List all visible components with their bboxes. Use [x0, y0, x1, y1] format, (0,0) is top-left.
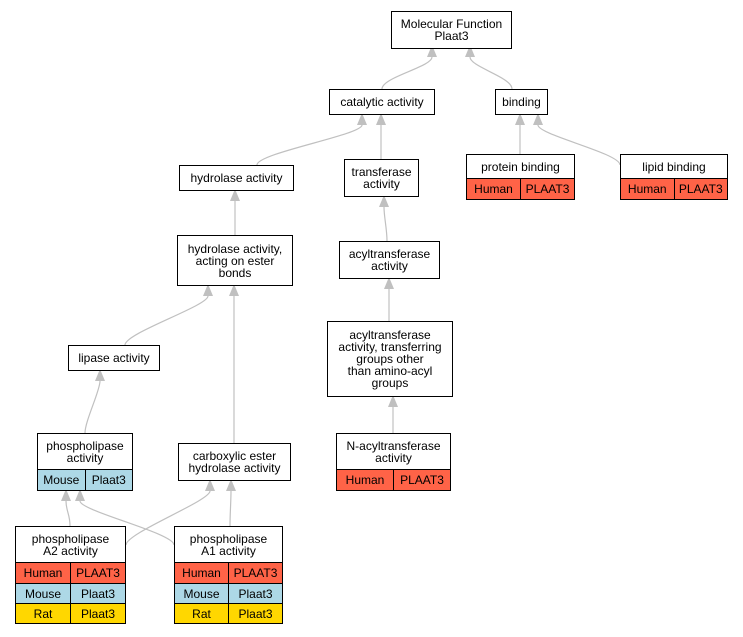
go-term-catalytic[interactable]: catalytic activity [329, 89, 435, 115]
go-term-label: lipid binding [621, 155, 727, 179]
arrowhead-icon [384, 277, 394, 289]
arrowhead-icon [203, 284, 213, 296]
go-term-label: carboxylic ester hydrolase activity [188, 449, 281, 475]
go-term-carboxylic[interactable]: carboxylic ester hydrolase activity [178, 443, 291, 481]
annotation-row-human: Human PLAAT3 [621, 179, 727, 199]
arrowhead-icon [75, 489, 85, 501]
gene-cell: Plaat3 [228, 584, 282, 603]
species-cell: Human [23, 566, 63, 580]
annotation-row-rat: Rat Plaat3 [16, 603, 125, 623]
gene-cell: Plaat3 [70, 604, 125, 623]
arrowhead-icon [229, 284, 239, 296]
annotation-row-rat: Rat Plaat3 [175, 603, 282, 623]
go-term-label: hydrolase activity, acting on ester bond… [187, 241, 283, 280]
edge-lipid-binding-to-binding [537, 124, 621, 166]
annotation-row-human: Human PLAAT3 [16, 563, 125, 583]
go-term-acyltransferase[interactable]: acyltransferase activity [339, 241, 440, 279]
species-cell: Human [627, 182, 667, 196]
arrowhead-icon [465, 45, 475, 57]
go-term-binding[interactable]: binding [495, 89, 548, 115]
arrowhead-icon [61, 489, 71, 501]
edge-pla2-to-phospholipase [65, 500, 71, 527]
edge-hydrolase-to-catalytic [256, 124, 363, 166]
go-term-mf[interactable]: Molecular Function Plaat3 [391, 11, 512, 49]
species-cell: Mouse [24, 586, 62, 601]
go-term-label: lipase activity [78, 351, 150, 365]
go-term-lipase[interactable]: lipase activity [68, 345, 160, 371]
go-term-label: acyltransferase activity, transferring g… [338, 328, 442, 390]
annotation-row-human: Human PLAAT3 [467, 179, 574, 199]
annotation-row-human: Human PLAAT3 [175, 563, 282, 583]
arrowhead-icon [376, 113, 386, 125]
arrowhead-icon [379, 195, 389, 207]
arrowhead-icon [226, 479, 236, 491]
arrowhead-icon [230, 189, 240, 201]
arrowhead-icon [515, 113, 525, 125]
annotation-row-mouse: Mouse Plaat3 [16, 583, 125, 603]
edge-catalytic-to-mf [381, 56, 433, 90]
go-term-hydrolase-ester[interactable]: hydrolase activity, acting on ester bond… [177, 235, 293, 286]
gene-cell: PLAAT3 [520, 179, 574, 199]
gene-cell: PLAAT3 [70, 563, 125, 583]
edge-pla2-to-carboxylic [125, 490, 211, 546]
annotation-row-mouse: Mouse Plaat3 [38, 470, 132, 490]
arrowhead-icon [533, 113, 543, 125]
species-cell: Mouse [43, 473, 80, 487]
species-cell: Human [345, 473, 385, 487]
go-term-label: protein binding [467, 155, 574, 179]
go-term-label: phospholipase activity [38, 434, 132, 470]
species-cell: Mouse [183, 586, 220, 601]
species-cell: Rat [192, 606, 211, 621]
edge-phospholipase-to-lipase [84, 380, 101, 434]
edge-binding-to-mf [469, 56, 513, 90]
gene-cell: Plaat3 [84, 470, 133, 490]
go-term-hydrolase[interactable]: hydrolase activity [179, 165, 294, 191]
gene-cell: PLAAT3 [673, 179, 728, 199]
arrowhead-icon [388, 395, 398, 407]
annotation-row-human: Human PLAAT3 [337, 470, 450, 490]
gene-cell: PLAAT3 [228, 563, 282, 583]
species-cell: Human [182, 566, 221, 580]
annotation-row-mouse: Mouse Plaat3 [175, 583, 282, 603]
go-term-label: acyltransferase activity [348, 247, 431, 273]
go-term-transferase[interactable]: transferase activity [344, 159, 419, 197]
go-term-label: hydrolase activity [190, 171, 283, 185]
gene-cell: Plaat3 [228, 604, 282, 623]
gene-cell: PLAAT3 [393, 470, 450, 490]
go-term-label: binding [502, 95, 541, 109]
edge-acyltransferase-to-transferase [383, 206, 388, 242]
go-term-label: transferase activity [351, 165, 412, 191]
edge-pla1-to-carboxylic [229, 490, 232, 527]
species-cell: Human [474, 182, 513, 196]
go-term-label: phospholipase A2 activity [16, 527, 125, 563]
edge-lipase-to-hydrolase-ester [124, 295, 209, 346]
go-term-label: N-acyltransferase activity [337, 434, 450, 470]
go-term-acyltransferase-other[interactable]: acyltransferase activity, transferring g… [327, 321, 453, 397]
go-term-label: catalytic activity [340, 95, 424, 109]
arrowhead-icon [205, 479, 215, 491]
arrowhead-icon [95, 369, 105, 381]
species-cell: Rat [33, 606, 53, 621]
gene-cell: Plaat3 [70, 584, 125, 603]
arrowhead-icon [427, 45, 437, 57]
edge-pla1-to-phospholipase [79, 500, 175, 546]
go-term-label: phospholipase A1 activity [175, 527, 282, 563]
go-term-label: Molecular Function Plaat3 [400, 17, 503, 43]
arrowhead-icon [357, 113, 367, 125]
